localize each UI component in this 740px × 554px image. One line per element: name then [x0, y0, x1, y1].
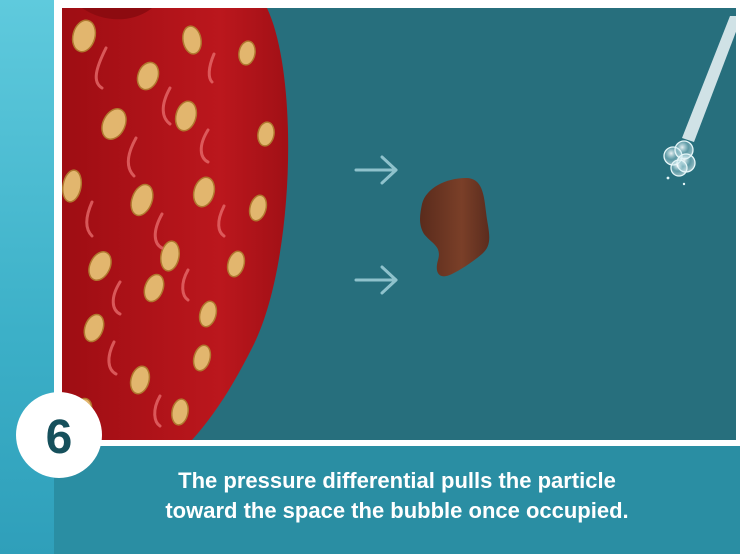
- arrow-right-icon: [356, 157, 396, 183]
- caption-text: The pressure differential pulls the part…: [54, 466, 740, 526]
- arrow-group: [356, 157, 396, 293]
- illustration-svg: [62, 8, 736, 440]
- needle-icon: [682, 16, 736, 142]
- illustration-scene: [62, 8, 736, 440]
- caption-line-1: The pressure differential pulls the part…: [54, 466, 740, 496]
- bubble-cluster-icon: [664, 141, 695, 185]
- arrow-right-icon: [356, 267, 396, 293]
- caption-line-2: toward the space the bubble once occupie…: [54, 496, 740, 526]
- dirt-particle-icon: [420, 178, 489, 276]
- step-number: 6: [16, 392, 102, 478]
